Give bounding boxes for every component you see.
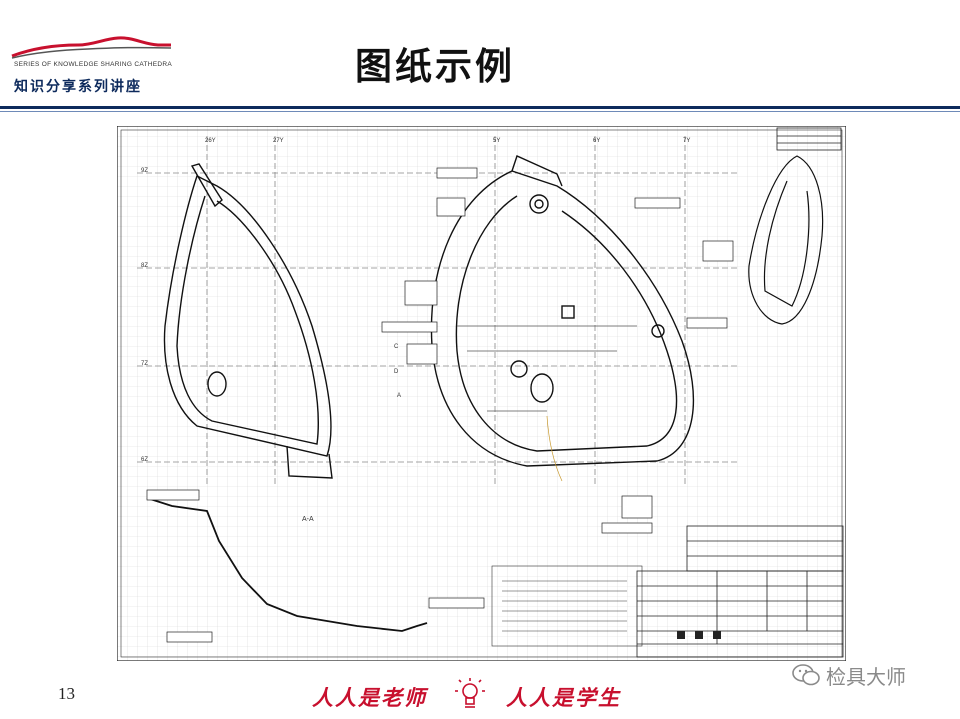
grid-label-top: 26Y	[205, 138, 216, 144]
slogan-left: 人人是老师	[312, 685, 427, 710]
grid-label-top: 6Y	[593, 138, 601, 144]
wechat-icon	[792, 664, 820, 686]
header-divider-thin	[0, 111, 960, 112]
grid-label-top: 27Y	[273, 138, 284, 144]
grid-label-left: 9Z	[141, 168, 149, 174]
grid-label-left: 7Z	[141, 361, 149, 367]
grid-label-left: 6Z	[141, 457, 149, 463]
logo-name: 知识分享系列讲座	[14, 79, 142, 95]
drawing-svg	[117, 126, 846, 661]
page-title: 图纸示例	[355, 45, 515, 88]
page-number: 13	[58, 684, 75, 703]
slogan-right: 人人是学生	[506, 685, 621, 710]
grid-label-top: 5Y	[493, 138, 501, 144]
lamp-icon	[455, 678, 485, 708]
logo-caption: SERIES OF KNOWLEDGE SHARING CATHEDRA	[14, 61, 173, 68]
datum-label: A	[397, 393, 402, 399]
watermark: 检具大师	[792, 662, 906, 689]
datum-label: C	[394, 344, 399, 350]
section-label: A-A	[302, 516, 314, 523]
datum-label: D	[394, 369, 399, 375]
grid-label-left: 8Z	[141, 263, 149, 269]
watermark-text: 检具大师	[826, 664, 906, 689]
logo: SERIES OF KNOWLEDGE SHARING CATHEDRA 知识分…	[8, 36, 178, 102]
grid-label-top: 7Y	[683, 138, 691, 144]
car-silhouette-icon	[11, 36, 172, 59]
header-divider	[0, 106, 960, 109]
engineering-drawing: 26Y 27Y 5Y 6Y 7Y 9Z 8Z 7Z 6Z A-A C D A	[117, 126, 846, 661]
